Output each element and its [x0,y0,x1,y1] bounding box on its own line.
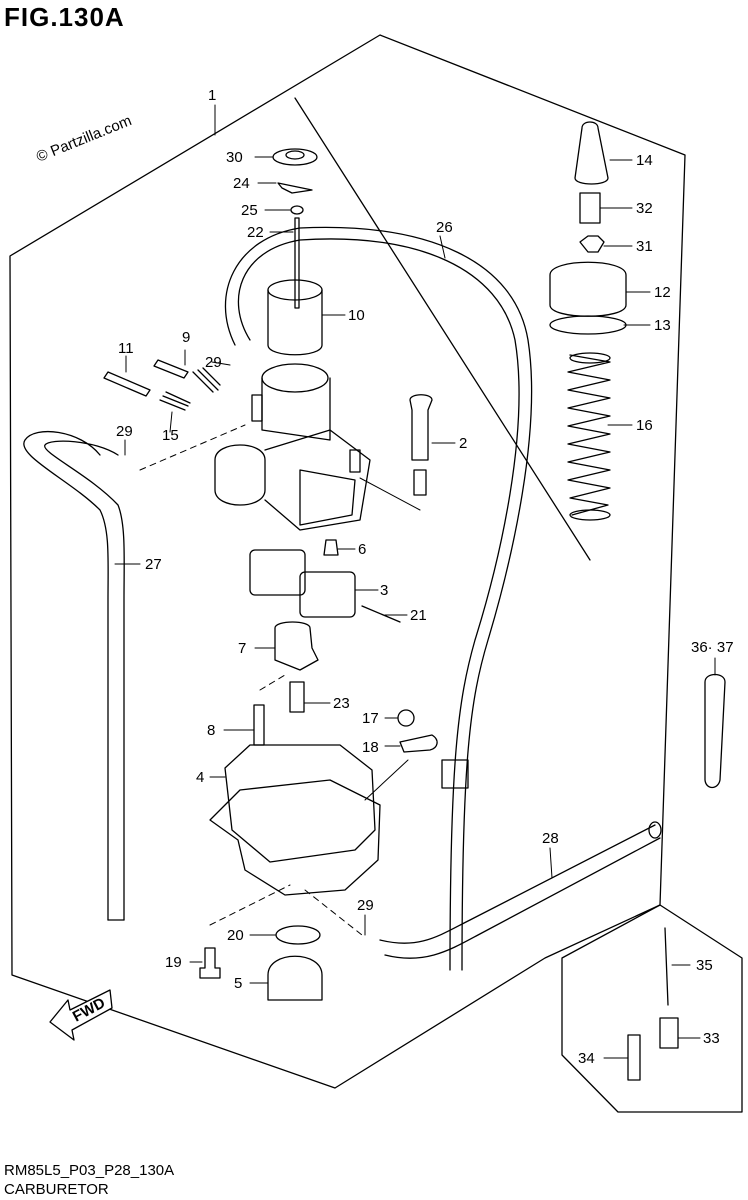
callout-3: 3 [380,582,388,599]
hose-26 [224,226,533,971]
callout-28: 28 [542,830,559,847]
fwd-arrow-icon [49,989,113,1041]
part-8-jet [253,704,265,746]
assembly-outline [9,34,686,1089]
callout-15: 15 [162,427,179,444]
callout-31: 31 [636,238,653,255]
callout-35: 35 [696,957,713,974]
part-14-cap [574,121,609,185]
callout-21: 21 [410,607,427,624]
part-35-needle [664,927,669,1006]
float-bowl [209,779,381,896]
part-32-adjuster [579,192,601,224]
callout-36-37: 36· 37 [691,639,734,656]
part-21-pin [361,605,401,623]
part-4-gasket [224,744,376,863]
part-19-screw [199,947,221,979]
footer-name: CARBURETOR [4,1181,109,1198]
part-33-jet [659,1017,679,1049]
part-3-float-left [249,549,306,596]
inset-outline [561,904,743,1113]
callout-13: 13 [654,317,671,334]
callout-27: 27 [145,556,162,573]
part-15-spring [159,391,191,411]
callout-1: 1 [208,87,216,104]
part-24-clip [277,182,313,194]
part-6-jet [323,539,339,556]
figure-title: FIG.130A [4,2,125,32]
callout-11: 11 [118,340,134,357]
callout-labels: 1 2 3 4 5 6 7 8 9 10 11 12 13 14 15 16 1… [116,87,734,1067]
part-2-starter-plunger [409,394,433,496]
callout-2: 2 [459,435,467,452]
dashed-lines [139,424,363,936]
callout-29-c: 29 [357,897,374,914]
part-34-jet [627,1034,641,1081]
callout-25: 25 [241,202,258,219]
callout-16: 16 [636,417,653,434]
part-9-screw [153,359,189,379]
callout-12: 12 [654,284,671,301]
callout-29-b: 29 [116,423,133,440]
callout-24: 24 [233,175,250,192]
part-18-bracket [399,734,438,753]
callout-8: 8 [207,722,215,739]
part-25-clip [290,205,304,215]
callout-10: 10 [348,307,365,324]
part-17-screw [397,709,415,727]
footer-code: RM85L5_P03_P28_130A [4,1162,175,1179]
callout-5: 5 [234,975,242,992]
callout-29-a: 29 [205,354,222,371]
part-36-37-clamp [704,673,726,789]
callout-9: 9 [182,329,190,346]
callout-32: 32 [636,200,653,217]
callout-4: 4 [196,769,204,786]
callout-20: 20 [227,927,244,944]
callout-18: 18 [362,739,379,756]
callout-7: 7 [238,640,246,657]
callout-23: 23 [333,695,350,712]
reference-line [294,97,591,561]
part-16-spring [567,354,611,516]
callout-17: 17 [362,710,379,727]
callout-30: 30 [226,149,243,166]
callout-14: 14 [636,152,653,169]
hose-28-end [648,821,662,839]
callout-34: 34 [578,1050,595,1067]
hose-27 [23,430,125,921]
part-5-plug [267,955,323,1001]
leader-lines [114,104,716,1059]
hose-26-clip [441,759,469,789]
part-13-oring [549,315,627,335]
part-11-screw [103,371,151,397]
callout-22: 22 [247,224,264,241]
part-20-oring [275,925,321,945]
part-3-float-right [299,571,356,618]
part-12-top-cap [549,261,627,317]
hose-28 [379,824,661,959]
callout-26: 26 [436,219,453,236]
callout-6: 6 [358,541,366,558]
part-9-spring [192,367,221,393]
carburetor-body [214,363,371,531]
callout-19: 19 [165,954,182,971]
part-10-throttle-valve [267,289,323,356]
solid-connectors [359,477,421,801]
part-7-holder [274,621,319,671]
callout-33: 33 [703,1030,720,1047]
part-22-needle [294,217,300,309]
part-31-nut [579,235,605,253]
part-23-jet [289,681,305,713]
